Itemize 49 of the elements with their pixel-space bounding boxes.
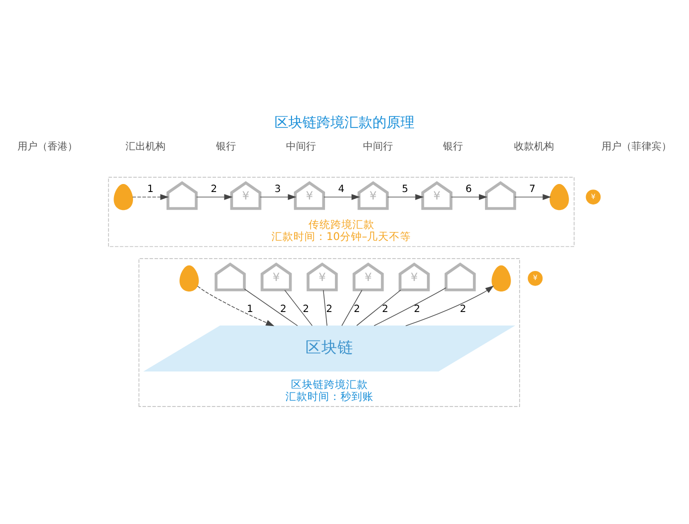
label: 汇出机构 <box>125 140 166 152</box>
node-house <box>444 262 476 291</box>
label: 用户（香港） <box>18 140 78 152</box>
node-person <box>550 183 569 210</box>
label: ¥ <box>532 272 538 282</box>
arrow <box>260 194 296 200</box>
edge-label: 2 <box>210 184 218 195</box>
edge-label: 2 <box>280 303 286 314</box>
label: 中间行 <box>286 140 316 152</box>
node-house <box>214 262 246 291</box>
arrow <box>514 194 552 200</box>
label: 中间行 <box>363 140 394 152</box>
node-house <box>166 180 198 210</box>
arrow <box>196 194 233 200</box>
diagram-title: 区块链跨境汇款的原理 <box>274 114 414 130</box>
arrow <box>450 194 488 200</box>
edge-label: 2 <box>460 303 466 314</box>
edge-label: 2 <box>302 303 310 314</box>
arrow <box>405 285 494 326</box>
arrow <box>324 194 360 200</box>
edge-label: 2 <box>382 303 388 314</box>
connector <box>341 289 362 326</box>
connector <box>323 289 328 326</box>
label: 银行 <box>216 140 236 152</box>
arrow <box>387 194 424 200</box>
edge-label: 1 <box>246 303 254 314</box>
arrow <box>132 194 169 200</box>
edge-label: 2 <box>414 303 420 314</box>
edge-label: 7 <box>529 184 536 195</box>
node-person <box>492 264 511 292</box>
edge-label: 5 <box>402 184 408 195</box>
label: 银行 <box>443 140 464 152</box>
label: 用户（菲律宾） <box>601 140 672 152</box>
edge-label: 2 <box>354 303 360 314</box>
label: 收款机构 <box>514 140 554 152</box>
label: ¥ <box>590 191 596 200</box>
edge-label: 6 <box>466 184 472 195</box>
arrow <box>197 285 274 326</box>
node-person <box>114 183 133 210</box>
node-person <box>180 264 199 292</box>
edge-label: 3 <box>274 184 281 195</box>
edge-label: 1 <box>147 184 154 195</box>
node-house <box>484 180 516 210</box>
connector <box>356 289 402 326</box>
connector <box>374 286 446 326</box>
connector <box>284 289 313 326</box>
edge-label: 2 <box>326 303 332 314</box>
edge-label: 4 <box>338 184 344 195</box>
connector <box>244 288 298 326</box>
